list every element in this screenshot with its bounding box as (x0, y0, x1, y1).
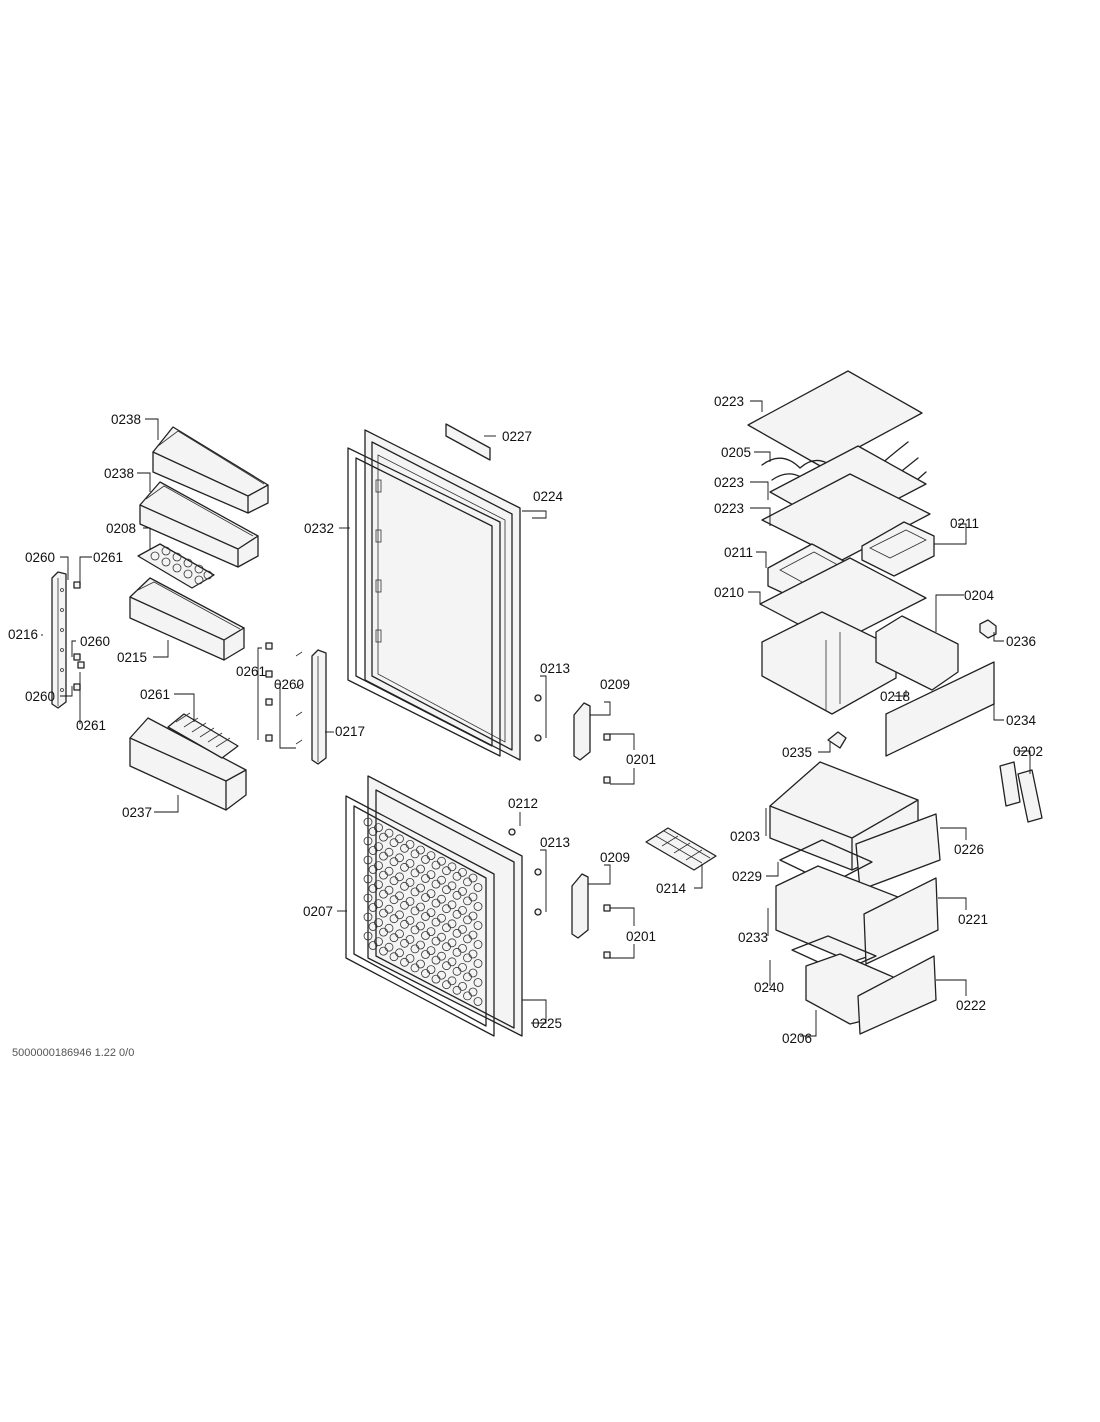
callout-0201-a: 0201 (626, 752, 656, 767)
drawer-front-0222 (857, 955, 937, 1035)
door-balcony-0237 (129, 712, 247, 811)
freezer-door-0225 (367, 775, 523, 1037)
cold-packs-0202 (999, 761, 1043, 823)
callout-0205: 0205 (721, 445, 751, 460)
callout-0202: 0202 (1013, 744, 1043, 759)
callout-0260-c: 0260 (25, 689, 55, 704)
callout-0227: 0227 (502, 429, 532, 444)
ice-tray-0214 (645, 827, 717, 871)
callout-0234: 0234 (1006, 713, 1037, 728)
callout-0206: 0206 (782, 1031, 812, 1046)
callout-0207: 0207 (303, 904, 333, 919)
callout-labels: 0238 0238 0208 0260 0261 0216 0260 0260 … (8, 394, 1043, 1046)
handle-0209-lower (571, 873, 589, 939)
door-balcony-0238-top (152, 426, 269, 514)
callout-0260-d: 0260 (274, 677, 304, 692)
clip-0236 (979, 619, 997, 639)
door-balcony-0238-second (139, 481, 259, 568)
handle-0209-upper (573, 702, 591, 761)
callout-0201-b: 0201 (626, 929, 656, 944)
glass-shelf-0223-top (747, 370, 923, 468)
callout-0238-a: 0238 (111, 412, 141, 427)
callout-0224: 0224 (533, 489, 564, 504)
callout-0223-b: 0223 (714, 475, 744, 490)
rail-clips-mid (265, 642, 303, 745)
callout-0222: 0222 (956, 998, 986, 1013)
callout-0261-a: 0261 (93, 550, 123, 565)
callout-0210: 0210 (714, 585, 744, 600)
label-plate-0227 (445, 423, 491, 461)
callout-0261-b: 0261 (76, 718, 106, 733)
hinge-covers-0201 (603, 733, 611, 959)
callout-0213-a: 0213 (540, 661, 570, 676)
callout-0216: 0216 (8, 627, 38, 642)
egg-tray-0208 (137, 543, 215, 589)
callout-0213-b: 0213 (540, 835, 570, 850)
callout-0260-b: 0260 (80, 634, 110, 649)
leader-lines (41, 400, 1031, 1037)
callout-0212: 0212 (508, 796, 538, 811)
drawer-front-0226 (855, 813, 941, 891)
drawer-front-0221 (863, 877, 939, 965)
callout-0218: 0218 (880, 689, 910, 704)
callout-0233: 0233 (738, 930, 768, 945)
callout-0209-b: 0209 (600, 850, 630, 865)
callout-0211-a: 0211 (950, 516, 979, 531)
door-rail-0216 (51, 571, 67, 709)
callout-0237: 0237 (122, 805, 152, 820)
callout-0214: 0214 (656, 881, 687, 896)
callout-0204: 0204 (964, 588, 995, 603)
door-rail-0217 (311, 649, 327, 765)
callout-0236: 0236 (1006, 634, 1036, 649)
callout-0261-c: 0261 (140, 687, 170, 702)
box-0204 (875, 615, 959, 691)
callout-0261-d: 0261 (236, 664, 266, 679)
callout-0215: 0215 (117, 650, 147, 665)
part-0235 (827, 731, 847, 749)
door-balcony-0215 (129, 577, 245, 661)
footer-code: 5000000186946 1.22 0/0 (12, 1047, 134, 1059)
callout-0225: 0225 (532, 1016, 562, 1031)
callout-0223-c: 0223 (714, 501, 744, 516)
door-gasket-0207 (345, 795, 495, 1037)
callout-0240: 0240 (754, 980, 784, 995)
callout-0226: 0226 (954, 842, 984, 857)
callout-0221: 0221 (958, 912, 988, 927)
fridge-door-0224 (364, 429, 521, 761)
crisper-drawer-0218 (761, 611, 897, 715)
callout-0235: 0235 (782, 745, 812, 760)
callout-0260-a: 0260 (25, 550, 55, 565)
callout-0208: 0208 (106, 521, 136, 536)
callout-0203: 0203 (730, 829, 760, 844)
callout-0232: 0232 (304, 521, 334, 536)
door-gasket-0232 (347, 447, 501, 757)
callout-0223-a: 0223 (714, 394, 744, 409)
callout-0209-a: 0209 (600, 677, 630, 692)
screws-and-hinges (508, 694, 542, 916)
callout-0217: 0217 (335, 724, 365, 739)
chiller-tray-0211-right (861, 521, 935, 577)
callout-0211-b: 0211 (724, 545, 753, 560)
callout-0229: 0229 (732, 869, 762, 884)
callout-0238-b: 0238 (104, 466, 134, 481)
